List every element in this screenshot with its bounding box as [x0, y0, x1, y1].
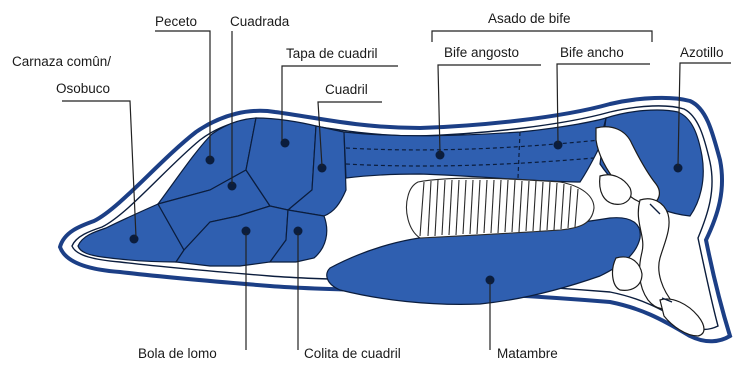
label-matambre: Matambre [497, 346, 558, 361]
label-bife-angosto: Bife angosto [444, 45, 519, 60]
label-bife-ancho: Bife ancho [560, 45, 624, 60]
asado-bracket [432, 31, 652, 42]
label-carnaza-line2: Osobuco [56, 81, 110, 96]
label-bola-de-lomo: Bola de lomo [138, 346, 217, 361]
marker-carnaza [130, 235, 139, 244]
label-azotillo: Azotillo [680, 45, 724, 60]
label-tapa-de-cuadril: Tapa de cuadril [286, 46, 378, 61]
label-peceto: Peceto [155, 14, 197, 29]
label-cuadril: Cuadril [325, 82, 368, 97]
label-carnaza-line1: Carnaza comûn/ [12, 54, 111, 69]
label-asado-de-bife: Asado de bife [488, 11, 571, 26]
label-cuadrada: Cuadrada [230, 14, 290, 29]
label-colita-de-cuadril: Colita de cuadril [304, 346, 401, 361]
ribs [407, 178, 595, 238]
